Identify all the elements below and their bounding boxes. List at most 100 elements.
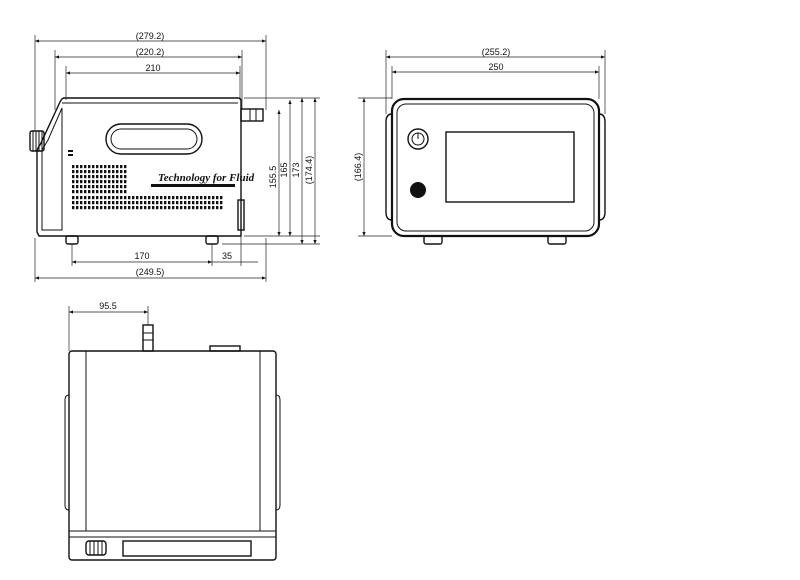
dim-side-height-1: 155.5 xyxy=(268,166,278,189)
front-view-knob xyxy=(407,128,429,150)
vent-slot xyxy=(80,201,83,205)
vent-slot xyxy=(156,196,159,200)
vent-slot xyxy=(100,190,103,194)
vent-slot xyxy=(92,175,95,179)
vent-slot xyxy=(136,201,139,205)
vent-slot xyxy=(80,175,83,179)
vent-slot xyxy=(124,190,127,194)
vent-slot xyxy=(108,201,111,205)
vent-slot xyxy=(84,170,87,174)
vent-slot xyxy=(120,190,123,194)
vent-slot xyxy=(72,185,75,189)
vent-slot xyxy=(208,206,211,210)
front-view-body xyxy=(390,97,601,238)
vent-slot xyxy=(116,165,119,169)
vent-slot xyxy=(180,196,183,200)
vent-slot xyxy=(84,175,87,179)
side-view-knob xyxy=(29,130,45,152)
vent-slot xyxy=(72,201,75,205)
vent-slot xyxy=(128,206,131,210)
vent-slot xyxy=(172,206,175,210)
vent-slot xyxy=(88,190,91,194)
dim-side-foot-spacing: 170 xyxy=(134,251,149,261)
vent-slot xyxy=(176,206,179,210)
vent-slot xyxy=(76,201,79,205)
vent-slot xyxy=(176,196,179,200)
vent-slot xyxy=(112,190,115,194)
vent-slot xyxy=(120,196,123,200)
vent-slot xyxy=(84,185,87,189)
dim-front-height: (166.4) xyxy=(353,153,363,182)
vent-slot xyxy=(164,206,167,210)
vent-slot xyxy=(204,196,207,200)
vent-slot xyxy=(92,196,95,200)
vent-slot xyxy=(112,165,115,169)
vent-slot xyxy=(96,170,99,174)
dim-side-top-width: 210 xyxy=(145,63,160,73)
vent-slot xyxy=(204,201,207,205)
vent-slot xyxy=(96,175,99,179)
vent-slot xyxy=(84,201,87,205)
vent-slot xyxy=(120,206,123,210)
top-view: 95.5 xyxy=(64,301,281,561)
front-view: (255.2) 250 (166.4) xyxy=(353,47,606,245)
vent-slot xyxy=(96,206,99,210)
vent-slot xyxy=(76,206,79,210)
vent-slot xyxy=(80,190,83,194)
vent-slot xyxy=(124,170,127,174)
vent-slot xyxy=(152,206,155,210)
vent-slot xyxy=(184,201,187,205)
vent-slot xyxy=(196,196,199,200)
vent-slot xyxy=(80,185,83,189)
vent-slot xyxy=(80,170,83,174)
side-view-nozzle xyxy=(240,108,264,122)
vent-slot xyxy=(100,196,103,200)
vent-slot xyxy=(80,180,83,184)
vent-slot xyxy=(100,165,103,169)
vent-slot xyxy=(184,206,187,210)
vent-slot xyxy=(124,165,127,169)
vent-slot xyxy=(96,201,99,205)
vent-slot xyxy=(116,170,119,174)
top-view-front-slot xyxy=(122,540,252,557)
vent-slot xyxy=(144,201,147,205)
vent-slot xyxy=(132,201,135,205)
vent-slot xyxy=(192,196,195,200)
vent-slot xyxy=(168,206,171,210)
vent-slot xyxy=(164,201,167,205)
side-view-vents xyxy=(72,165,223,210)
vent-slot xyxy=(72,190,75,194)
dim-side-height-4: (174.4) xyxy=(304,156,314,185)
vent-slot xyxy=(152,201,155,205)
front-view-screen xyxy=(445,131,575,203)
vent-slot xyxy=(112,185,115,189)
vent-slot xyxy=(72,175,75,179)
dim-side-bottom-width: (249.5) xyxy=(136,267,165,277)
vent-slot xyxy=(104,175,107,179)
vent-slot xyxy=(136,206,139,210)
vent-slot xyxy=(104,165,107,169)
vent-slot xyxy=(92,170,95,174)
vent-slot xyxy=(88,180,91,184)
vent-slot xyxy=(108,170,111,174)
vent-slot xyxy=(76,180,79,184)
vent-slot xyxy=(112,170,115,174)
vent-slot xyxy=(120,165,123,169)
vent-slot xyxy=(76,185,79,189)
vent-slot xyxy=(84,190,87,194)
vent-slot xyxy=(88,196,91,200)
vent-slot xyxy=(88,165,91,169)
vent-slot xyxy=(188,206,191,210)
vent-slot xyxy=(124,175,127,179)
vent-slot xyxy=(104,196,107,200)
dim-front-overall-width: (255.2) xyxy=(482,47,511,57)
vent-slot xyxy=(80,206,83,210)
vent-slot xyxy=(140,201,143,205)
vent-slot xyxy=(112,196,115,200)
vent-slot xyxy=(96,165,99,169)
dim-side-height-2: 165 xyxy=(279,162,289,177)
vent-slot xyxy=(104,170,107,174)
vent-slot xyxy=(144,206,147,210)
vent-slot xyxy=(88,175,91,179)
vent-slot xyxy=(148,206,151,210)
